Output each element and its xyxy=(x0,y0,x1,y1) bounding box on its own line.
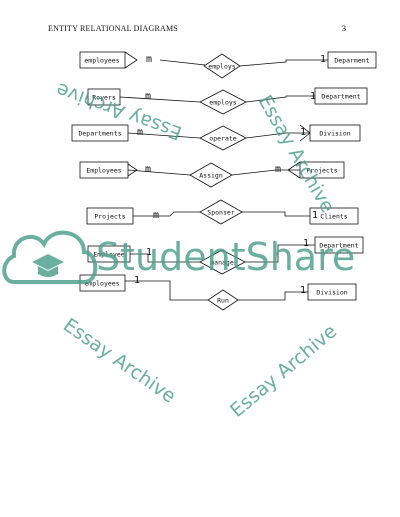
entity-box xyxy=(71,124,129,142)
entity-royers: Royers xyxy=(92,94,116,102)
entity-departments: Departments xyxy=(78,130,121,138)
entity-employees: Employees xyxy=(86,167,121,175)
relationship-diamond xyxy=(199,199,243,225)
entity-deparment: Deparment xyxy=(334,57,369,65)
entity-employees: employees xyxy=(84,57,119,65)
entity-box xyxy=(314,236,364,254)
cardinality-right: m xyxy=(275,164,281,175)
cardinality-left: m xyxy=(137,127,143,138)
cardinality-left: 1 xyxy=(146,247,152,258)
cardinality-right: 1 xyxy=(312,210,318,221)
relationship-diamond xyxy=(199,89,247,115)
entity-box xyxy=(79,161,129,179)
relationship-diamond xyxy=(199,125,247,151)
relationship-sponser: Sponser xyxy=(207,209,234,217)
entity-department: Department xyxy=(319,242,358,250)
entity-department: Department xyxy=(321,93,360,101)
page-header-title: ENTITY RELATIONAL DIAGRAMS xyxy=(48,24,178,33)
cloud-cap-logo-icon xyxy=(2,230,98,284)
er-row-7 xyxy=(125,280,308,301)
relationship-diamond xyxy=(207,289,239,311)
studentshare-watermark: StudentShare xyxy=(2,230,355,284)
entity-clients: Clients xyxy=(320,213,347,221)
cardinality-left: m xyxy=(145,91,151,102)
relationship-diamond xyxy=(199,249,246,275)
watermark-brand: StudentShare xyxy=(96,235,355,279)
cardinality-left: m xyxy=(146,54,152,65)
cardinality-right: 1 xyxy=(300,127,306,138)
cardinality-right: 1 xyxy=(303,238,309,249)
entity-division: Division xyxy=(316,289,347,297)
entity-box xyxy=(79,51,126,69)
relationship-diamond xyxy=(203,53,241,79)
er-row-5 xyxy=(133,211,310,217)
entity-box xyxy=(309,207,359,225)
entity-division: Division xyxy=(319,130,350,138)
watermark-archive-text: Essay Archive xyxy=(254,92,339,217)
entity-projects: Projects xyxy=(306,167,337,175)
er-row-6 xyxy=(130,244,315,263)
relationship-operate: operate xyxy=(209,135,236,143)
entity-box xyxy=(314,87,368,105)
cardinality-right: 1 xyxy=(300,285,306,296)
cardinality-right: 1 xyxy=(320,54,326,65)
cardinality-left: m xyxy=(145,164,151,175)
relationship-employs: employs xyxy=(209,99,236,107)
er-row-1 xyxy=(124,51,328,69)
watermark-archive-text: Essay Archive xyxy=(59,314,180,408)
entity-projects: Projects xyxy=(94,213,125,221)
entity-box xyxy=(87,88,121,106)
entity-box xyxy=(307,283,357,301)
cardinality-left: 1 xyxy=(134,275,140,286)
entity-box xyxy=(309,124,361,142)
cardinality-left: m xyxy=(153,210,159,221)
page-number: 3 xyxy=(342,24,347,33)
cardinality-right: 1 xyxy=(310,91,316,102)
relationship-run: Run xyxy=(217,297,229,305)
entity-employees: employees xyxy=(84,280,119,288)
er-row-4 xyxy=(124,161,305,179)
relationship-assign: Assign xyxy=(199,172,223,180)
entity-box xyxy=(86,207,134,225)
relationship-diamond xyxy=(189,162,233,188)
relationship-manage: manage xyxy=(210,259,234,267)
watermark-archive-text: Essay Archive xyxy=(226,320,341,422)
entity-box xyxy=(327,51,377,69)
entity-employee: Employee xyxy=(93,251,124,259)
er-row-2 xyxy=(119,95,340,103)
entity-box xyxy=(299,161,345,179)
relationship-employs: employs xyxy=(208,63,235,71)
